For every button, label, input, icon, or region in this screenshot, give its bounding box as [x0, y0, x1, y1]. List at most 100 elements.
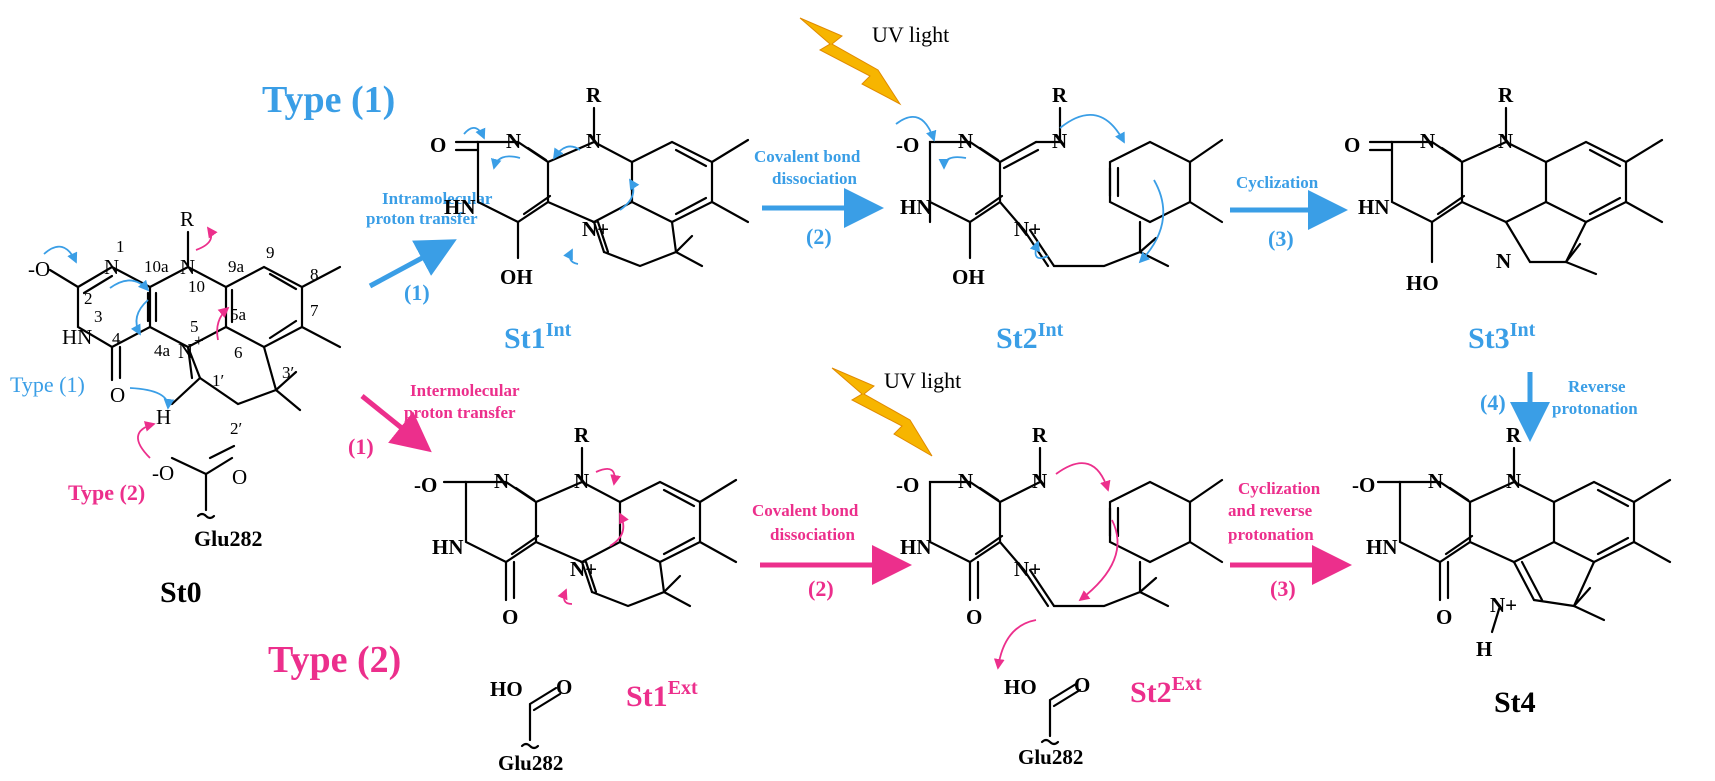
a2-bot-label-2: dissociation: [770, 525, 856, 544]
st1int-r: R: [586, 83, 602, 107]
st0-num-1p: 1′: [212, 371, 224, 390]
st1ext-glu-o: O: [556, 675, 572, 699]
uv-bolt-top-icon: [799, 17, 902, 106]
st2ext-n1: N: [958, 469, 973, 493]
a1-bot-label-2: proton transfer: [404, 403, 516, 422]
st0-n5: N: [178, 339, 193, 363]
a1-bot-step: (1): [348, 434, 374, 459]
a3-bot-label-1: Cyclization: [1238, 479, 1321, 498]
a2-bot-label-1: Covalent bond: [752, 501, 859, 520]
st3int-hn: HN: [1358, 195, 1390, 219]
st3int-n10: N: [1498, 129, 1513, 153]
st0-num-9a: 9a: [228, 257, 245, 276]
st0-num-4: 4: [112, 329, 121, 348]
st0-num-4a: 4a: [154, 341, 171, 360]
st0-n10: N: [180, 255, 195, 279]
uv-label-bottom: UV light: [884, 368, 961, 393]
st2ext-hn: HN: [900, 535, 932, 559]
st4-n5: N+: [1490, 593, 1517, 617]
a3-bot-step: (3): [1270, 576, 1296, 601]
st0-num-2: 2: [84, 289, 93, 308]
st1int-n1: N: [506, 129, 521, 153]
st0-type1-label: Type (1): [10, 372, 85, 397]
molecule-st0: [48, 230, 342, 520]
molecule-st1-int: [454, 106, 750, 268]
molecule-st2-int: [928, 106, 1224, 268]
a4-label-2: protonation: [1552, 399, 1638, 418]
st4-n10: N: [1506, 469, 1521, 493]
heading-type-2: Type (2): [268, 639, 401, 681]
st2ext-n10: N: [1032, 469, 1047, 493]
a1-top-step: (1): [404, 280, 430, 305]
st1ext-o: O: [502, 605, 518, 629]
st2int-hn: HN: [900, 195, 932, 219]
molecule-st3-int: [1368, 106, 1664, 276]
st2ext-o-minus: -O: [896, 473, 919, 497]
a1-top-label-1: Intramolecular: [382, 189, 493, 208]
st3int-r: R: [1498, 83, 1514, 107]
st1ext-n10: N: [574, 469, 589, 493]
st0-n1: N: [104, 255, 119, 279]
st0-o-anion: -O: [152, 461, 174, 485]
st1ext-r: R: [574, 423, 590, 447]
st0-n5-charge: +: [194, 331, 204, 350]
st1int-n5: N+: [582, 217, 609, 241]
st4-hn: HN: [1366, 535, 1398, 559]
a2-bot-step: (2): [808, 576, 834, 601]
a1-top-label-2: proton transfer: [366, 209, 478, 228]
a2-top-step: (2): [806, 224, 832, 249]
st0-num-3: 3: [94, 307, 103, 326]
state-label-st2-ext: St2Ext: [1130, 673, 1202, 709]
state-label-st1-ext: St1Ext: [626, 677, 698, 713]
st4-r: R: [1506, 423, 1522, 447]
st2int-n1: N: [958, 129, 973, 153]
st3int-n1: N: [1420, 129, 1435, 153]
state-label-st0: St0: [160, 576, 202, 609]
a2-top-label-1: Covalent bond: [754, 147, 861, 166]
st2ext-o: O: [966, 605, 982, 629]
a2-top-label-2: dissociation: [772, 169, 858, 188]
a3-top-step: (3): [1268, 226, 1294, 251]
heading-type-1: Type (1): [262, 79, 395, 121]
st1ext-n1: N: [494, 469, 509, 493]
st3int-ho: HO: [1406, 271, 1439, 295]
a1-bot-label-1: Intermolecular: [410, 381, 520, 400]
st0-num-9: 9: [266, 243, 275, 262]
st2ext-glu-o: O: [1074, 673, 1090, 697]
st0-type2-label: Type (2): [68, 480, 145, 505]
st0-num-1: 1: [116, 237, 125, 256]
a3-bot-label-3: protonation: [1228, 525, 1314, 544]
st4-n1: N: [1428, 469, 1443, 493]
st0-h: H: [156, 405, 171, 429]
st2int-n5: N+: [1014, 217, 1041, 241]
uv-label-top: UV light: [872, 22, 949, 47]
st0-o4: O: [110, 383, 125, 407]
uv-bolt-bottom-icon: [831, 367, 933, 457]
st4-o: O: [1436, 605, 1452, 629]
st0-num-10: 10: [188, 277, 205, 296]
st1ext-hn: HN: [432, 535, 464, 559]
st2ext-glu-ho: HO: [1004, 675, 1037, 699]
st1ext-o-minus: -O: [414, 473, 437, 497]
st2int-r: R: [1052, 83, 1068, 107]
st4-o-minus: -O: [1352, 473, 1375, 497]
state-label-st1-int: St1Int: [504, 319, 572, 355]
st2ext-glu: Glu282: [1018, 745, 1083, 769]
st1ext-n5: N+: [570, 557, 597, 581]
a3-bot-label-2: and reverse: [1228, 501, 1313, 520]
molecule-st4: [1376, 446, 1672, 634]
state-label-st2-int: St2Int: [996, 319, 1064, 355]
st0-num-10a: 10a: [144, 257, 169, 276]
a3-top-label: Cyclization: [1236, 173, 1319, 192]
st3int-n5: N: [1496, 249, 1511, 273]
state-label-st3-int: St3Int: [1468, 319, 1536, 355]
st2int-oh: OH: [952, 265, 985, 289]
st0-num-8: 8: [310, 265, 319, 284]
st0-glu: Glu282: [194, 526, 262, 551]
st1int-oh: OH: [500, 265, 533, 289]
st1ext-glu-ho: HO: [490, 677, 523, 701]
arrow-step1-bottom: [360, 394, 432, 453]
a4-label-1: Reverse: [1568, 377, 1626, 396]
st4-h: H: [1476, 637, 1492, 661]
